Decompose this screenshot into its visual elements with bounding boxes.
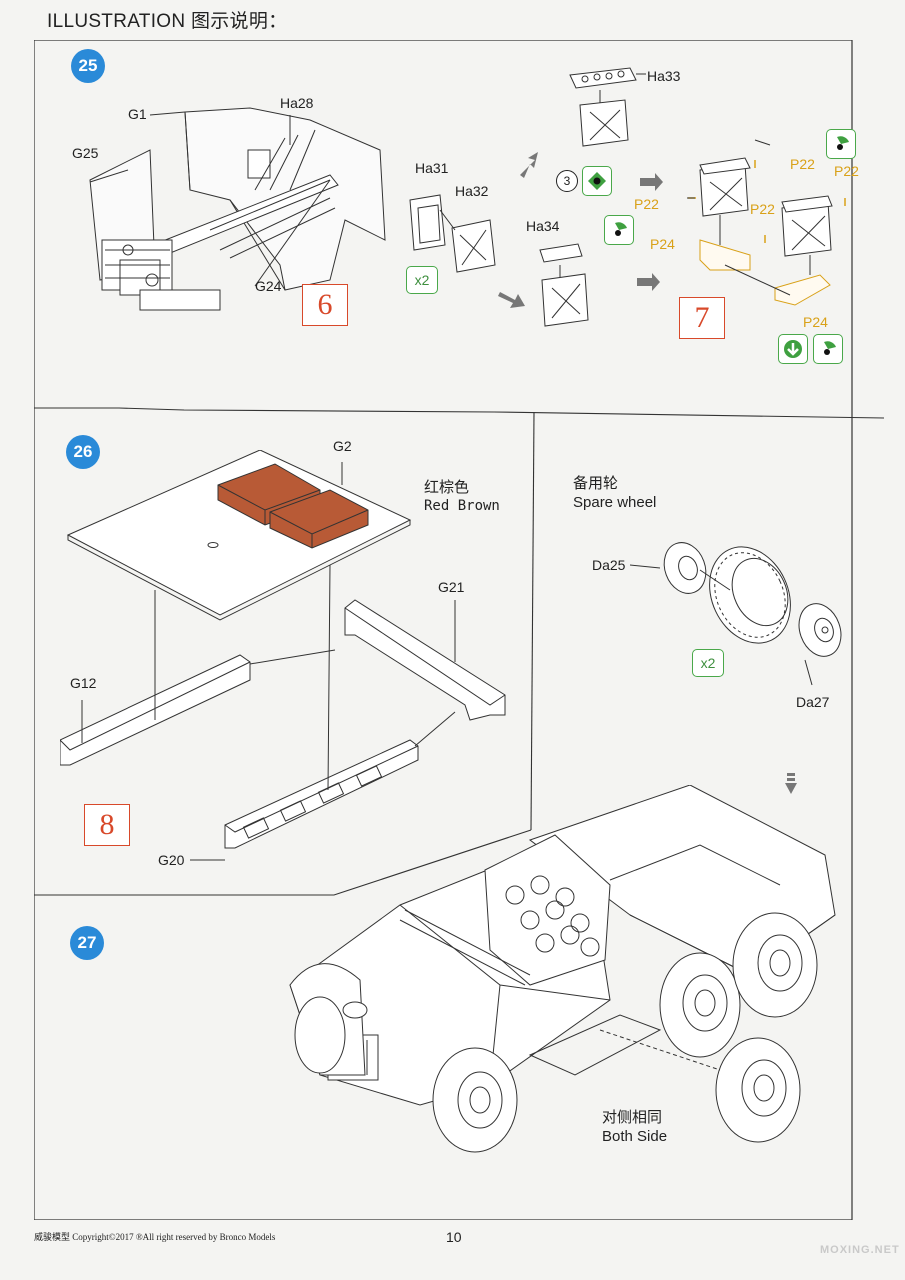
page-number: 10 bbox=[446, 1229, 462, 1245]
label-p22-d: P22 bbox=[750, 201, 775, 217]
label-ha28: Ha28 bbox=[280, 95, 314, 111]
step-27-badge: 27 bbox=[70, 926, 104, 960]
label-ha32: Ha32 bbox=[455, 183, 489, 199]
both-side-note-cn: 对侧相同 bbox=[602, 1109, 663, 1126]
watermark: MOXING.NET bbox=[820, 1244, 900, 1256]
label-p22-a: P22 bbox=[790, 156, 815, 172]
label-p22-c: P22 bbox=[634, 196, 659, 212]
label-ha31: Ha31 bbox=[415, 160, 449, 176]
label-p24-b: P24 bbox=[803, 314, 828, 330]
label-g21: G21 bbox=[438, 579, 465, 595]
gun-shield-assembly-drawing bbox=[89, 107, 386, 311]
vehicle-assembly-drawing bbox=[289, 785, 836, 1153]
cargo-bed-assembly-drawing bbox=[60, 450, 506, 861]
label-ha33: Ha33 bbox=[647, 68, 681, 84]
ref-box-8: 8 bbox=[84, 804, 130, 846]
down-arrow-icon bbox=[785, 773, 797, 794]
color-name-en: Red Brown bbox=[424, 498, 500, 514]
label-da27: Da27 bbox=[796, 694, 830, 710]
both-side-note: 对侧相同 Both Side bbox=[602, 1108, 667, 1146]
quantity-x2-spare-badge: x2 bbox=[692, 649, 724, 677]
spare-wheel-title: 备用轮 Spare wheel bbox=[573, 474, 656, 512]
step-26-badge: 26 bbox=[66, 435, 100, 469]
panel-frame bbox=[34, 40, 884, 1220]
sub-step-3: 3 bbox=[556, 170, 578, 192]
drill-hole-icon-3 bbox=[813, 334, 843, 364]
label-p24-a: P24 bbox=[650, 236, 675, 252]
label-g25: G25 bbox=[72, 145, 99, 161]
ref-box-6: 6 bbox=[302, 284, 348, 326]
label-g12: G12 bbox=[70, 675, 97, 691]
spare-wheel-title-cn: 备用轮 bbox=[573, 475, 619, 492]
label-g1: G1 bbox=[128, 106, 147, 122]
color-note: 红棕色 Red Brown bbox=[424, 478, 500, 516]
spare-wheel-title-en: Spare wheel bbox=[573, 494, 657, 511]
ref-box-7: 7 bbox=[679, 297, 725, 339]
step-25-badge: 25 bbox=[71, 49, 105, 83]
glue-point-icon bbox=[582, 166, 612, 196]
label-ha34: Ha34 bbox=[526, 218, 560, 234]
label-g24: G24 bbox=[255, 278, 282, 294]
label-g2: G2 bbox=[333, 438, 352, 454]
copyright-footer: 威骏模型 Copyright©2017 ®All right reserved … bbox=[34, 1232, 276, 1242]
spare-wheel-drawing bbox=[630, 542, 842, 686]
drill-hole-icon-2 bbox=[826, 129, 856, 159]
page-title: ILLUSTRATION 图示说明： bbox=[47, 11, 288, 32]
label-p22-b: P22 bbox=[834, 163, 859, 179]
label-da25: Da25 bbox=[592, 557, 626, 573]
both-side-note-en: Both Side bbox=[602, 1128, 668, 1145]
flip-over-icon bbox=[778, 334, 808, 364]
ammo-box-assembly-drawing bbox=[409, 67, 846, 327]
quantity-x2-badge: x2 bbox=[406, 266, 438, 294]
color-name-cn: 红棕色 bbox=[424, 479, 470, 496]
label-g20: G20 bbox=[158, 852, 185, 868]
drill-hole-icon bbox=[604, 215, 634, 245]
